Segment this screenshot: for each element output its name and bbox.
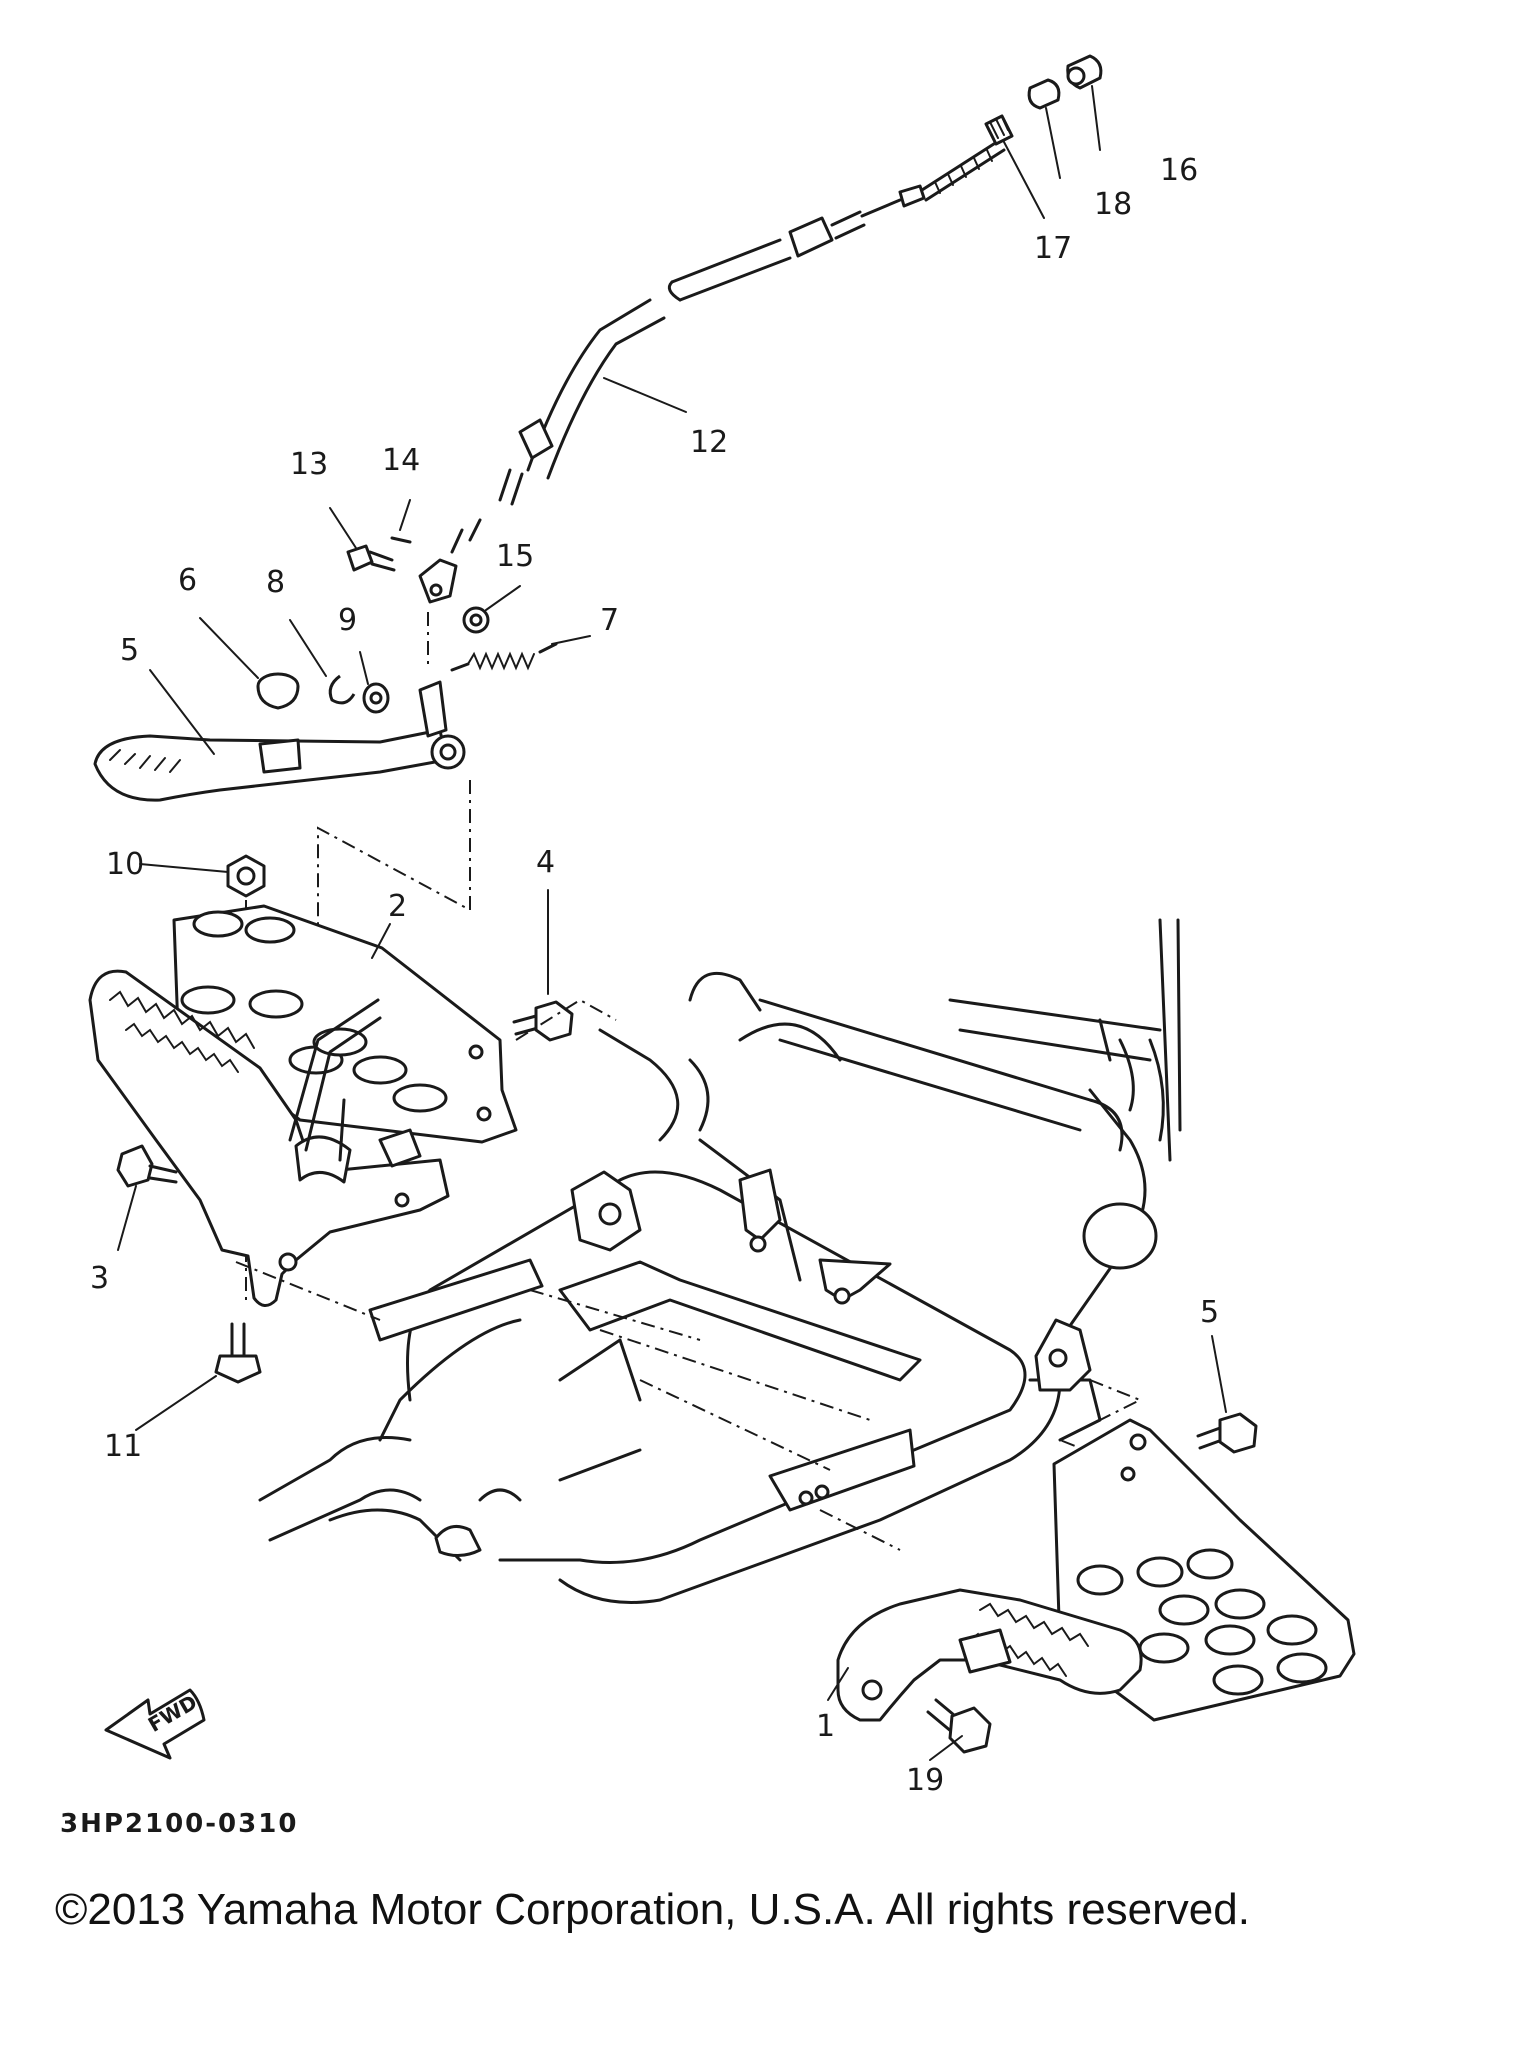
callout-13: 12 [690,425,728,460]
guard-bolt-upper [512,1000,574,1042]
washer [362,682,390,714]
callout-3: 19 [906,1763,944,1798]
footrest-left [88,969,450,1307]
callout-12: 10 [106,847,144,882]
callout-19: 18 [1094,187,1132,222]
footrest-right [836,1588,1143,1722]
guard-bolt-right [1196,1412,1258,1454]
fwd-arrow-icon: FWD [104,1688,206,1760]
callout-11: 11 [104,1429,142,1464]
pedal-nut [226,854,266,898]
frame [235,918,1182,1604]
guide-line-pedal [317,780,471,1010]
callout-1: 1 [816,1709,835,1744]
cotter-pin [390,536,412,544]
circlip [328,674,356,705]
clevis-nut [462,606,490,634]
callout-2: 2 [388,889,407,924]
pedal-cap [256,672,300,710]
callout-5-upper: 4 [536,845,555,880]
callout-6: 5 [120,633,139,668]
return-spring [450,642,558,672]
cable-clevis [418,558,458,604]
callout-17: 16 [1160,153,1198,188]
callout-14: 13 [290,447,328,482]
adjuster-pin [1027,78,1061,110]
callout-4: 3 [90,1261,109,1296]
pedal-bolt [116,1144,178,1188]
callout-labels: 16 18 17 12 13 14 15 7 6 8 9 5 10 2 4 3 … [90,153,1219,1798]
brake-pedal [93,680,466,802]
clevis-pin [346,544,396,572]
callout-15: 15 [496,539,534,574]
footrest-bolt-lower [214,1322,262,1384]
leader-lines [117,85,1227,1761]
callout-7: 6 [178,563,197,598]
copyright-notice: ©2013 Yamaha Motor Corporation, U.S.A. A… [55,1885,1250,1934]
footrest-bolt-right [926,1698,992,1754]
callout-10: 9 [338,603,357,638]
callout-18: 17 [1034,231,1072,266]
callout-5-right: 5 [1200,1295,1219,1330]
brake-cable [450,138,1006,554]
drawing-code: 3HP2100-0310 [60,1809,298,1839]
callout-9: 8 [266,565,285,600]
callout-8: 7 [600,603,619,638]
callout-16: 14 [382,443,420,478]
adjusting-nut [1066,54,1103,90]
adjuster-spring [984,114,1014,146]
